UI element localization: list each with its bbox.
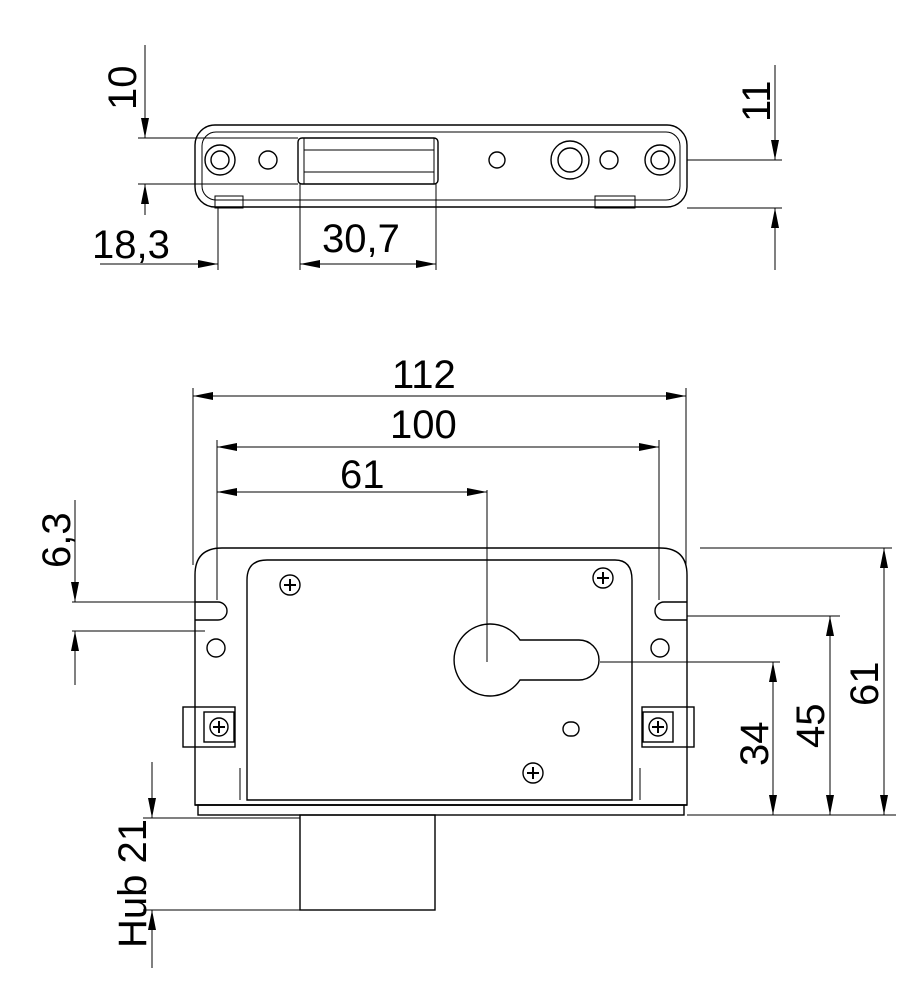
dim-slot-offset: 6,3 bbox=[35, 512, 79, 568]
right-mount-slot bbox=[654, 601, 687, 621]
dim-width-holes: 100 bbox=[390, 403, 457, 447]
screw-top-left bbox=[279, 574, 301, 596]
dim-throw: Hub 21 bbox=[111, 819, 155, 948]
dim-top-right: 11 bbox=[735, 80, 779, 122]
dim-height-34: 34 bbox=[733, 722, 777, 767]
right-screw-hole bbox=[644, 144, 676, 176]
dim-top-bolt: 30,7 bbox=[322, 217, 400, 261]
small-slot bbox=[562, 721, 580, 737]
cylinder-keyhole bbox=[453, 623, 600, 697]
right-clamp bbox=[641, 706, 695, 748]
dim-top-height: 10 bbox=[101, 66, 145, 111]
left-clamp bbox=[182, 706, 236, 748]
dim-top-offset: 18,3 bbox=[92, 223, 170, 267]
cover-plate bbox=[246, 559, 633, 801]
dim-width-overall: 112 bbox=[392, 353, 456, 397]
screw-bottom bbox=[522, 762, 544, 784]
faceplate-inner bbox=[201, 131, 681, 201]
screw-top-right bbox=[592, 567, 614, 589]
left-mount-slot bbox=[195, 601, 228, 621]
bolt bbox=[299, 814, 436, 911]
faceplate-outline bbox=[194, 124, 688, 208]
left-screw-hole bbox=[204, 144, 236, 176]
dim-height-45: 45 bbox=[789, 704, 833, 749]
dim-height-61: 61 bbox=[843, 662, 887, 707]
front-view: 112 100 61 6,3 34 45 61 Hub 2 bbox=[35, 353, 896, 968]
dim-backset: 61 bbox=[340, 453, 385, 497]
center-spindle-hole bbox=[550, 140, 590, 180]
top-view: 10 11 18,3 30,7 bbox=[92, 45, 782, 270]
housing-outline bbox=[194, 547, 688, 806]
bolt-block bbox=[297, 137, 439, 185]
